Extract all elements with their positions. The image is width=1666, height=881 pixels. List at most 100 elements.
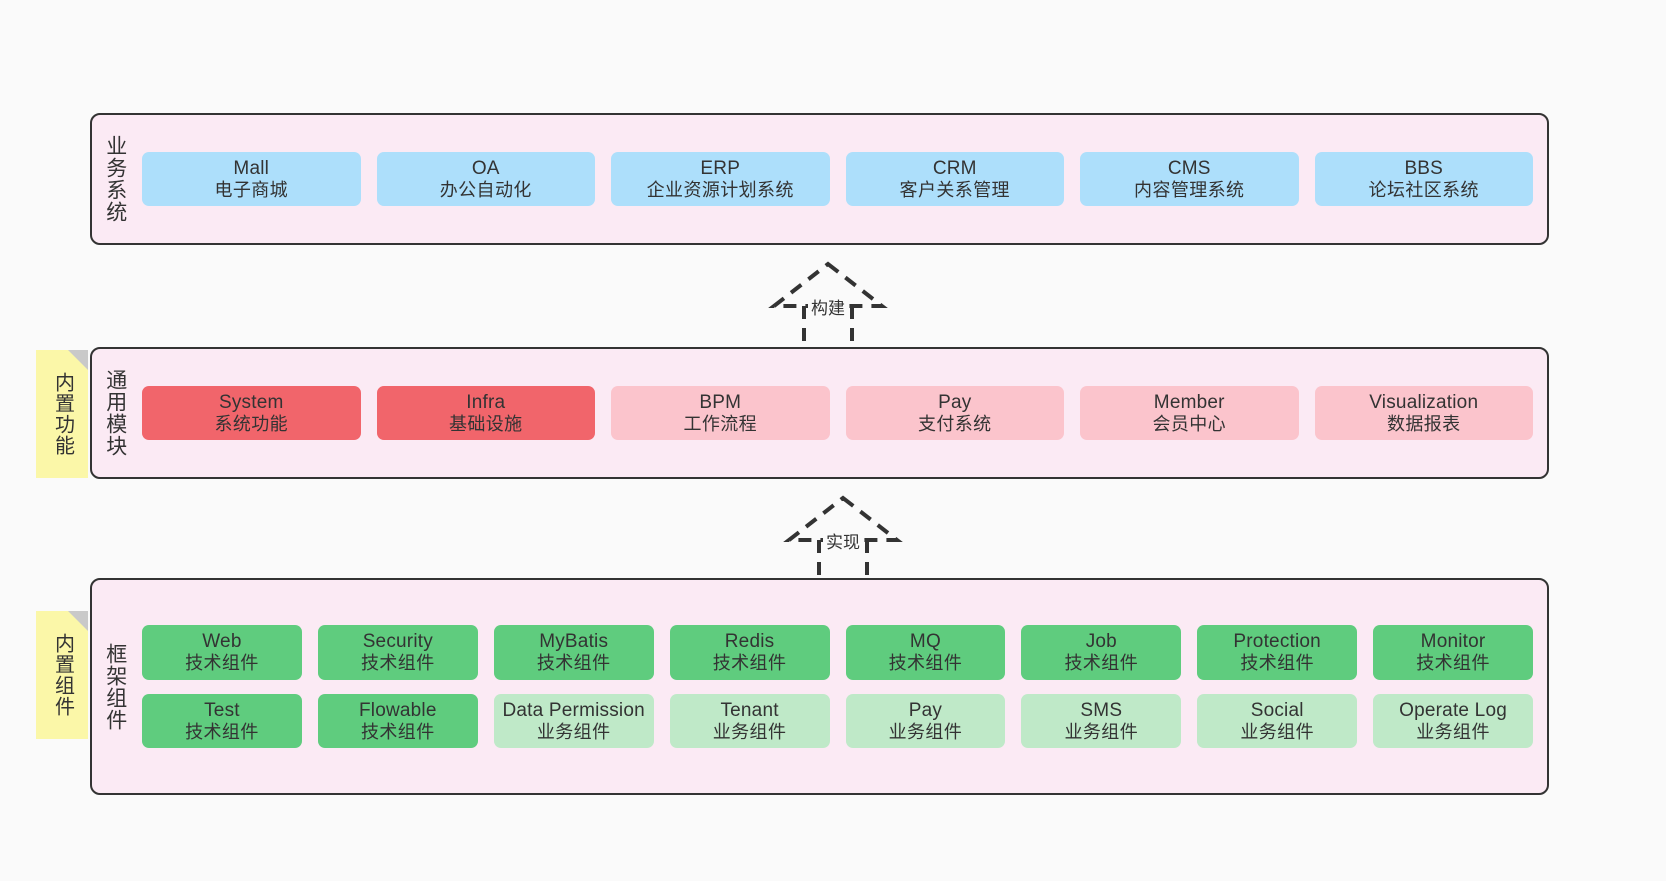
card-sms[interactable]: SMS 业务组件 [1021, 693, 1182, 749]
card-title: Job [1085, 630, 1117, 652]
sticky-note-text: 内置组件 [51, 633, 74, 717]
card-bbs[interactable]: BBS 论坛社区系统 [1314, 151, 1533, 207]
card-subtitle: 技术组件 [1240, 652, 1314, 673]
card-title: Security [362, 630, 433, 652]
card-subtitle: 工作流程 [683, 413, 758, 434]
card-title: Data Permission [502, 699, 645, 721]
card-oa[interactable]: OA 办公自动化 [376, 151, 595, 207]
card-infra[interactable]: Infra 基础设施 [376, 385, 595, 441]
card-erp[interactable]: ERP 企业资源计划系统 [611, 151, 830, 207]
layer-label-business: 业务系统 [103, 135, 127, 223]
card-title: Member [1153, 391, 1225, 413]
card-subtitle: 业务组件 [1240, 721, 1314, 742]
card-title: CMS [1167, 157, 1211, 179]
card-data-permission[interactable]: Data Permission 业务组件 [493, 693, 654, 749]
card-title: Tenant [720, 699, 779, 721]
card-pay[interactable]: Pay 支付系统 [845, 385, 1064, 441]
sticky-note-builtin-features: 内置功能 [36, 350, 88, 478]
card-visualization[interactable]: Visualization 数据报表 [1314, 385, 1533, 441]
card-subtitle: 内容管理系统 [1134, 179, 1245, 200]
card-tenant[interactable]: Tenant 业务组件 [669, 693, 830, 749]
card-title: Social [1250, 699, 1304, 721]
layer-body-common: System 系统功能 Infra 基础设施 BPM 工作流程 Pay 支付系统… [138, 349, 1547, 477]
layer-business-systems: 业务系统 Mall 电子商城 OA 办公自动化 ERP 企业资源计划系统 CRM… [90, 113, 1549, 245]
sticky-note-text: 内置功能 [51, 372, 74, 456]
card-subtitle: 技术组件 [185, 721, 259, 742]
card-subtitle: 电子商城 [214, 179, 289, 200]
card-mq[interactable]: MQ 技术组件 [845, 624, 1006, 680]
card-subtitle: 技术组件 [1064, 652, 1139, 673]
connector-build: 构建 [748, 258, 908, 354]
card-subtitle: 技术组件 [361, 721, 435, 742]
card-title: BPM [699, 391, 742, 413]
card-monitor[interactable]: Monitor 技术组件 [1373, 624, 1533, 680]
card-title: ERP [700, 157, 741, 179]
card-mybatis[interactable]: MyBatis 技术组件 [493, 624, 654, 680]
card-title: Visualization [1369, 391, 1479, 413]
card-title: System [218, 391, 284, 413]
card-mall[interactable]: Mall 电子商城 [142, 151, 361, 207]
card-subtitle: 业务组件 [536, 721, 611, 742]
card-title: Operate Log [1399, 699, 1507, 721]
card-subtitle: 技术组件 [536, 652, 611, 673]
card-system[interactable]: System 系统功能 [142, 385, 361, 441]
card-subtitle: 基础设施 [448, 413, 523, 434]
card-subtitle: 技术组件 [185, 652, 259, 673]
card-redis[interactable]: Redis 技术组件 [669, 624, 830, 680]
card-subtitle: 客户关系管理 [899, 179, 1010, 200]
card-subtitle: 技术组件 [1416, 652, 1490, 673]
card-subtitle: 业务组件 [1416, 721, 1490, 742]
card-pay-business[interactable]: Pay 业务组件 [845, 693, 1006, 749]
card-bpm[interactable]: BPM 工作流程 [611, 385, 830, 441]
card-title: SMS [1080, 699, 1123, 721]
card-protection[interactable]: Protection 技术组件 [1197, 624, 1358, 680]
connector-label: 实现 [823, 528, 863, 553]
card-row: Mall 电子商城 OA 办公自动化 ERP 企业资源计划系统 CRM 客户关系… [142, 151, 1533, 207]
layer-body-framework: Web 技术组件 Security 技术组件 MyBatis 技术组件 Redi… [138, 580, 1547, 793]
card-title: Test [204, 699, 240, 721]
card-web[interactable]: Web 技术组件 [142, 624, 302, 680]
layer-framework-components: 框架组件 Web 技术组件 Security 技术组件 MyBatis 技术组件… [90, 578, 1549, 795]
sticky-note-builtin-components: 内置组件 [36, 611, 88, 739]
card-subtitle: 办公自动化 [439, 179, 532, 200]
card-title: Monitor [1420, 630, 1486, 652]
card-subtitle: 技术组件 [361, 652, 435, 673]
connector-implement: 实现 [763, 492, 923, 588]
card-subtitle: 数据报表 [1386, 413, 1461, 434]
card-subtitle: 技术组件 [888, 652, 963, 673]
card-subtitle: 业务组件 [712, 721, 787, 742]
card-title: MyBatis [539, 630, 609, 652]
card-title: Flowable [358, 699, 437, 721]
card-title: CRM [932, 157, 977, 179]
card-title: Mall [233, 157, 270, 179]
card-member[interactable]: Member 会员中心 [1080, 385, 1299, 441]
card-subtitle: 会员中心 [1152, 413, 1227, 434]
layer-label-common: 通用模块 [103, 369, 127, 457]
card-cms[interactable]: CMS 内容管理系统 [1080, 151, 1299, 207]
card-subtitle: 论坛社区系统 [1368, 179, 1479, 200]
card-test[interactable]: Test 技术组件 [142, 693, 302, 749]
card-security[interactable]: Security 技术组件 [317, 624, 478, 680]
card-title: MQ [909, 630, 941, 652]
card-subtitle: 系统功能 [214, 413, 289, 434]
card-title: BBS [1404, 157, 1444, 179]
card-row: Test 技术组件 Flowable 技术组件 Data Permission … [142, 693, 1533, 749]
card-crm[interactable]: CRM 客户关系管理 [845, 151, 1064, 207]
card-operate-log[interactable]: Operate Log 业务组件 [1373, 693, 1533, 749]
card-row: Web 技术组件 Security 技术组件 MyBatis 技术组件 Redi… [142, 624, 1533, 680]
layer-body-business: Mall 电子商城 OA 办公自动化 ERP 企业资源计划系统 CRM 客户关系… [138, 115, 1547, 243]
card-social[interactable]: Social 业务组件 [1197, 693, 1358, 749]
card-subtitle: 业务组件 [1064, 721, 1139, 742]
layer-label-framework: 框架组件 [103, 642, 127, 731]
card-row: System 系统功能 Infra 基础设施 BPM 工作流程 Pay 支付系统… [142, 385, 1533, 441]
card-job[interactable]: Job 技术组件 [1021, 624, 1182, 680]
card-subtitle: 业务组件 [888, 721, 963, 742]
card-subtitle: 企业资源计划系统 [646, 179, 794, 200]
card-flowable[interactable]: Flowable 技术组件 [317, 693, 478, 749]
card-title: Web [202, 630, 242, 652]
folded-corner-icon [68, 611, 88, 631]
card-title: Pay [938, 391, 972, 413]
layer-common-modules: 通用模块 System 系统功能 Infra 基础设施 BPM 工作流程 Pay… [90, 347, 1549, 479]
card-title: Infra [466, 391, 506, 413]
